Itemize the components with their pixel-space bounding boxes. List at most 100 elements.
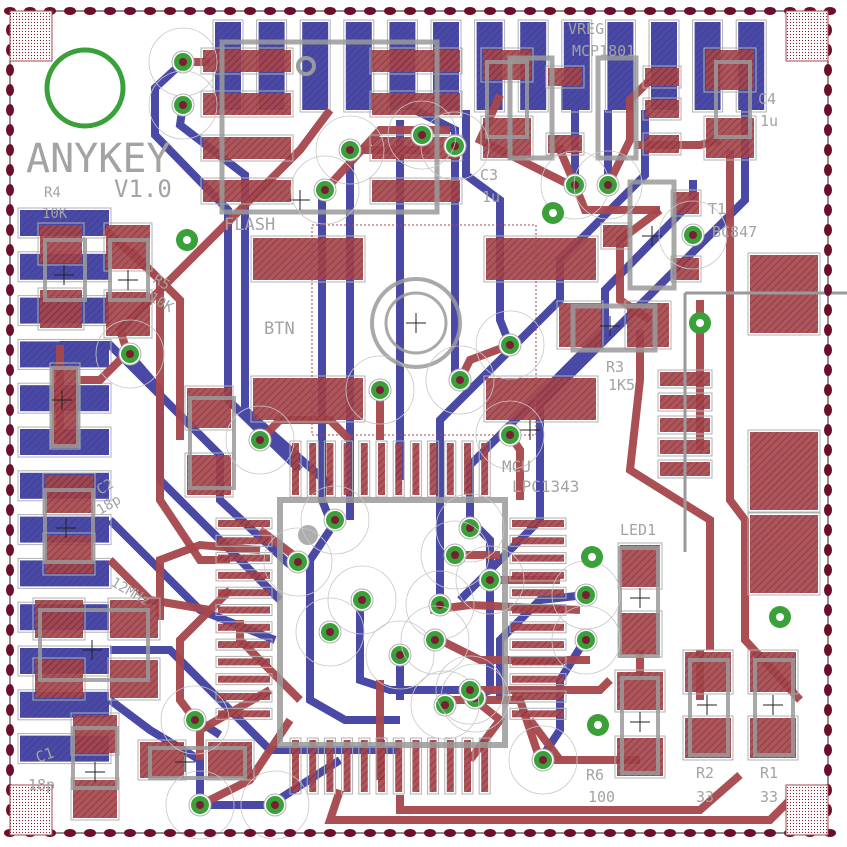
pad-outline — [483, 375, 599, 423]
border-dot — [544, 7, 556, 15]
top-pad — [645, 135, 679, 153]
top-pad — [372, 180, 460, 202]
label-r6: R6 — [586, 766, 604, 784]
border-dot — [224, 829, 236, 837]
top-pad — [750, 718, 796, 758]
top-pad — [360, 740, 368, 792]
via-clearance — [300, 485, 370, 555]
border-dot — [564, 829, 576, 837]
top-pad — [218, 641, 270, 649]
pad-outline — [215, 621, 273, 634]
border-dot — [6, 344, 14, 356]
pad-outline — [682, 715, 734, 761]
top-pad — [512, 641, 564, 649]
top-pad — [203, 50, 291, 72]
border-dot — [6, 584, 14, 596]
border-dot — [824, 544, 832, 556]
pad-outline — [215, 534, 273, 547]
top-pad — [73, 780, 117, 818]
origin-cross — [118, 270, 138, 290]
top-pad — [512, 710, 564, 718]
top-pad — [446, 740, 454, 792]
top-pad — [110, 600, 158, 638]
pad-outline — [200, 177, 294, 205]
top-pad — [486, 238, 596, 280]
via-drill — [582, 591, 590, 599]
border-dot — [464, 7, 476, 15]
via-clearance — [475, 400, 545, 470]
origin-cross — [630, 588, 650, 608]
border-dot — [604, 829, 616, 837]
border-dot — [824, 104, 832, 116]
border-dot — [284, 7, 296, 15]
pad-outline — [747, 715, 799, 761]
top-pad — [343, 740, 351, 792]
border-dot — [6, 504, 14, 516]
border-dot — [704, 7, 716, 15]
border-dot — [6, 84, 14, 96]
via-drill — [466, 524, 474, 532]
component-outline — [71, 726, 119, 790]
top-pad — [326, 443, 334, 495]
label-r1-value: 33 — [760, 788, 778, 806]
top-trace — [604, 77, 653, 187]
border-dot — [824, 224, 832, 236]
via-clearance — [263, 527, 333, 597]
pad-outline — [369, 177, 463, 205]
border-dot — [384, 7, 396, 15]
button-keepout — [311, 224, 537, 436]
border-dot — [284, 829, 296, 837]
border-dot — [484, 829, 496, 837]
border-dot — [304, 829, 316, 837]
border-dot — [544, 829, 556, 837]
border-dot — [824, 64, 832, 76]
label-c3: C3 — [480, 166, 498, 184]
board-title: ANYKEY — [26, 136, 171, 182]
border-dot — [6, 724, 14, 736]
border-dot — [824, 304, 832, 316]
border-dot — [684, 829, 696, 837]
border-dot — [584, 829, 596, 837]
top-pad — [218, 675, 270, 683]
top-pad — [673, 192, 699, 214]
border-dot — [824, 704, 832, 716]
border-dot — [824, 684, 832, 696]
pad-outline — [200, 47, 294, 75]
border-dot — [744, 829, 756, 837]
border-dot — [6, 424, 14, 436]
origin-cross — [56, 518, 76, 538]
button-outline-inner — [384, 291, 448, 355]
component-outline — [50, 366, 80, 448]
pad-outline — [427, 737, 440, 795]
border-dot — [504, 829, 516, 837]
border-dot — [344, 829, 356, 837]
pad-outline — [250, 375, 366, 423]
via-clearance — [295, 597, 365, 667]
via-drill — [191, 716, 199, 724]
top-pad — [512, 571, 564, 579]
pad-outline — [747, 512, 821, 596]
origin-cross — [175, 752, 195, 772]
label-c4: C4 — [758, 90, 776, 108]
border-dot — [64, 829, 76, 837]
pad-outline — [703, 47, 757, 93]
top-pad — [429, 443, 437, 495]
border-dot — [664, 829, 676, 837]
top-pad — [292, 740, 299, 792]
via-drill — [358, 596, 366, 604]
top-pad — [446, 443, 454, 495]
top-pad — [187, 388, 231, 428]
pad-outline — [509, 569, 567, 582]
via-drill — [376, 386, 384, 394]
top-pad — [512, 606, 564, 614]
pad-outline — [670, 255, 702, 283]
pad-outline — [509, 707, 567, 720]
border-dot — [724, 7, 736, 15]
board-edge — [9, 10, 829, 834]
border-dot — [484, 7, 496, 15]
top-pad — [750, 432, 818, 510]
top-pad — [685, 718, 731, 758]
border-dot — [824, 384, 832, 396]
top-pad — [512, 675, 564, 683]
border-dot — [6, 384, 14, 396]
